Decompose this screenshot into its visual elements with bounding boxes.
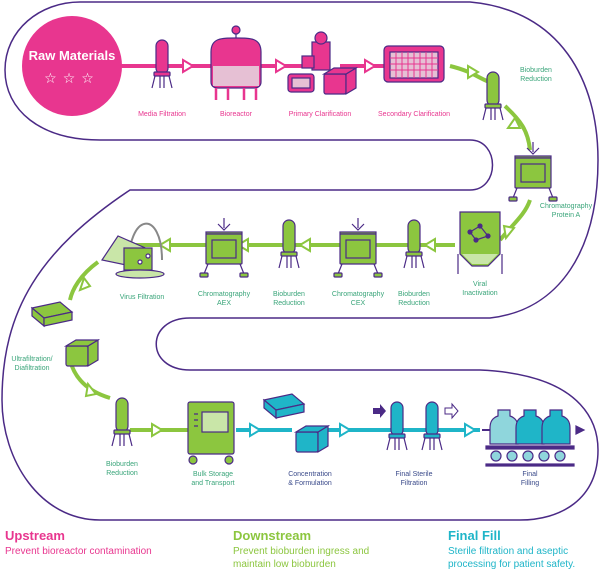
virus-filtration-icon (101, 222, 165, 279)
arrow-icon (151, 422, 164, 438)
step-label: Bioreactor (220, 111, 252, 118)
bulk-storage-icon (187, 401, 235, 465)
primary-clarification-icon (287, 31, 357, 95)
chromatography-aex-icon (199, 217, 249, 278)
arrow-icon (236, 237, 249, 253)
concentration-formulation-icon (263, 393, 329, 453)
arrow-icon (423, 237, 436, 253)
arrow-icon (502, 224, 516, 241)
final-sterile-filtration-icon (386, 401, 443, 451)
final-fill-arrows (249, 422, 477, 438)
arrow-icon (78, 275, 92, 292)
arrow-icon (373, 404, 386, 418)
step-label: Media Filtration (138, 111, 186, 118)
legend-upstream: Upstream Prevent bioreactor contaminatio… (5, 528, 152, 558)
arrow-icon (182, 58, 195, 74)
arrow-icon (84, 381, 98, 398)
legend-final-fill: Final Fill Sterile filtration and asepti… (448, 528, 575, 571)
step-label: Ultrafiltration/Diafiltration (11, 356, 53, 372)
arrow-icon (158, 237, 171, 253)
arrow-icon (575, 425, 586, 435)
legend-downstream: Downstream Prevent bioburden ingress and… (233, 528, 369, 571)
step-label: Virus Filtration (119, 294, 165, 301)
arrow-icon (298, 237, 311, 253)
chromatography-cex-icon (333, 217, 383, 278)
raw-materials-title: Raw Materials (28, 48, 116, 63)
chromatography-protein-a-icon (508, 141, 558, 202)
viral-inactivation-icon (457, 211, 503, 274)
upstream-arrows (182, 58, 377, 74)
legend-title: Final Fill (448, 528, 501, 543)
arrow-icon (464, 422, 477, 438)
arrow-icon (506, 116, 522, 129)
final-filling-icon (482, 409, 586, 467)
legend-description: Prevent bioreactor contamination (5, 546, 152, 557)
arrow-icon (467, 64, 480, 80)
small-arrows (373, 402, 459, 420)
arrow-icon (249, 422, 262, 438)
legend-title: Downstream (233, 528, 312, 543)
star-rating-icon: ☆☆☆ (44, 70, 100, 86)
arrow-icon (275, 58, 288, 74)
arrow-icon (364, 58, 377, 74)
step-label: Concentration& Formulation (288, 471, 332, 487)
arrow-icon (444, 402, 459, 420)
bioburden-reduction-4-icon (111, 397, 133, 447)
serpentine-outline (1, 1, 599, 521)
arrow-icon (339, 422, 352, 438)
step-label: Secondary Clarification (378, 111, 450, 118)
secondary-clarification-icon (383, 45, 445, 83)
step-label: Primary Clarification (288, 111, 352, 118)
legend-title: Upstream (5, 528, 65, 543)
bioreactor-icon (210, 25, 262, 100)
raw-materials-circle[interactable] (22, 16, 122, 116)
